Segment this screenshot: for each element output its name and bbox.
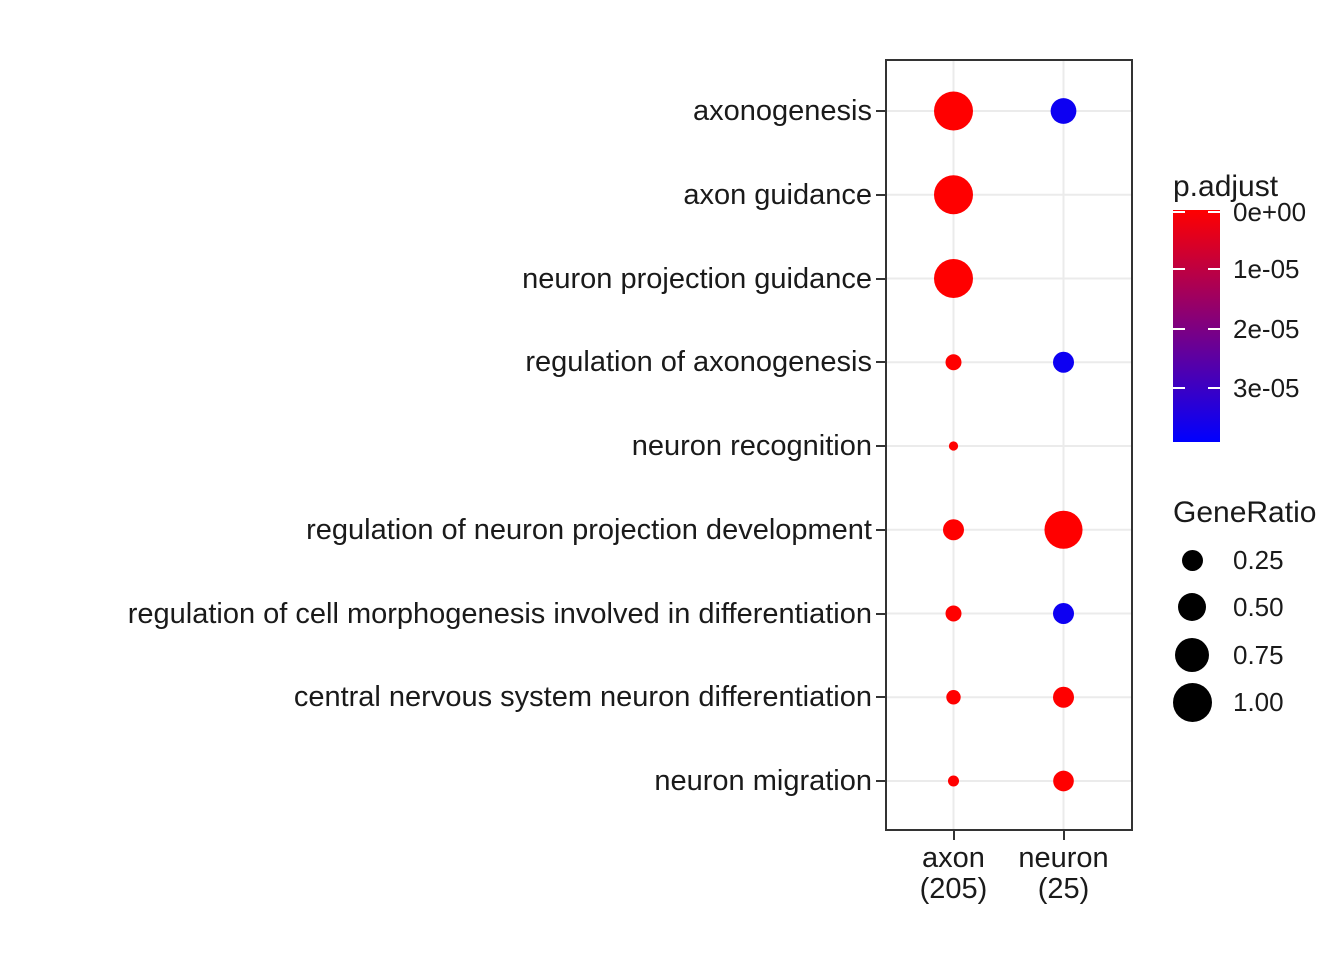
y-axis-label: axonogenesis (693, 95, 872, 127)
x-axis-tick (1062, 831, 1065, 840)
y-axis-tick (876, 193, 885, 196)
colorbar-tick (1173, 327, 1185, 330)
data-point (1053, 351, 1074, 373)
colorbar-tick (1208, 327, 1220, 330)
data-point (1053, 603, 1074, 624)
cluster-name: axon (922, 842, 985, 874)
colorbar-tick-label: 1e-05 (1233, 254, 1300, 285)
colorbar-tick (1208, 387, 1220, 390)
size-legend-swatch (1181, 549, 1203, 571)
y-axis-tick (876, 445, 885, 447)
y-axis-label: regulation of axonogenesis (525, 346, 872, 379)
y-axis-label: axon guidance (683, 178, 872, 211)
y-axis-label: neuron recognition (631, 430, 872, 462)
data-point (1053, 686, 1074, 708)
data-point (934, 175, 973, 215)
y-axis-label: central nervous system neuron differenti… (293, 681, 872, 714)
data-point (934, 259, 973, 298)
size-legend-swatch (1177, 592, 1207, 622)
y-axis-tick (876, 110, 885, 112)
padjust-colorbar-gradient (1173, 210, 1220, 442)
size-legend-swatch (1172, 682, 1212, 722)
generatio-legend-title: GeneRatio (1173, 496, 1317, 529)
size-legend-swatch (1174, 637, 1210, 673)
colorbar-tick (1208, 268, 1220, 271)
y-axis-tick (876, 361, 885, 364)
x-axis-tick (952, 831, 955, 840)
data-point (1050, 98, 1077, 124)
y-axis-label: regulation of neuron projection developm… (306, 513, 872, 546)
size-legend-label: 0.75 (1233, 640, 1284, 670)
colorbar-tick (1173, 268, 1185, 271)
colorbar-tick-label: 0e+00 (1233, 197, 1307, 227)
data-point (946, 690, 961, 705)
x-axis-label: neuron(25) (974, 843, 1154, 905)
data-point (945, 354, 962, 371)
cluster-name: neuron (1018, 842, 1109, 874)
data-point (948, 441, 959, 451)
data-point (934, 91, 973, 131)
y-axis-tick (876, 780, 885, 782)
data-point (945, 605, 962, 622)
plot-area (887, 61, 1131, 829)
cluster-size: (205) (919, 873, 988, 905)
plot-panel (885, 59, 1133, 831)
y-axis-tick (876, 696, 885, 699)
size-legend-label: 0.25 (1233, 545, 1284, 575)
colorbar-tick (1208, 211, 1220, 213)
y-axis-tick (876, 277, 885, 280)
x-axis-label: axon(205) (864, 843, 1044, 905)
cluster-size: (25) (1037, 873, 1090, 905)
y-axis-tick (876, 528, 885, 531)
padjust-legend-title: p.adjust (1173, 170, 1279, 203)
y-axis-label: regulation of cell morphogenesis involve… (127, 597, 872, 630)
y-axis-label: neuron migration (654, 765, 872, 797)
size-legend-label: 0.50 (1233, 592, 1284, 622)
size-legend-label: 1.00 (1233, 687, 1284, 717)
data-point (943, 519, 964, 541)
data-point (1044, 510, 1083, 549)
y-axis-label: neuron projection guidance (522, 262, 872, 295)
y-axis-tick (876, 612, 885, 615)
colorbar-tick (1173, 211, 1185, 213)
data-point (1053, 770, 1074, 792)
colorbar-tick-label: 2e-05 (1233, 313, 1300, 344)
colorbar-tick (1173, 387, 1185, 390)
colorbar-tick-label: 3e-05 (1233, 373, 1300, 404)
data-point (947, 775, 960, 787)
